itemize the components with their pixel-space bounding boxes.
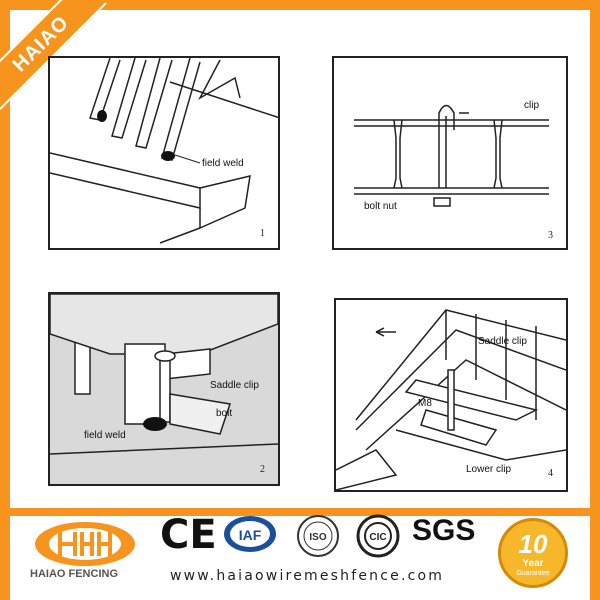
label-lower-clip: Lower clip xyxy=(466,464,512,475)
guarantee-badge: 10 Year Guarantee xyxy=(498,518,568,588)
saddle-clip-drawing xyxy=(50,294,278,484)
field-weld-drawing xyxy=(50,58,278,244)
cert-ce-text: CE xyxy=(160,512,217,558)
diagram-panel-field-weld: field weld 1 xyxy=(48,56,280,250)
cert-iaf-text: IAF xyxy=(239,527,262,543)
cert-cic-text: CIC xyxy=(369,532,386,543)
footer-divider xyxy=(0,508,600,516)
website-url: www.haiaowiremeshfence.com xyxy=(170,568,445,584)
iaf-badge-icon: IAF xyxy=(222,514,278,554)
badge-years: 10 xyxy=(518,529,548,559)
panel-number: 3 xyxy=(548,230,553,241)
sgs-mark-icon: SGS xyxy=(412,514,475,548)
diagram-panel-lower-clip: Saddle clip M8 Lower clip 4 xyxy=(334,298,568,492)
lower-clip-drawing xyxy=(336,309,566,490)
label-field-weld: field weld xyxy=(84,430,126,441)
clip-drawing xyxy=(354,104,549,207)
diagram-panel-saddle-clip: Saddle clip bolt field weld 2 xyxy=(48,292,280,486)
label-bolt: bolt xyxy=(216,408,233,419)
diagram-panel-clip: clip bolt nut 3 xyxy=(332,56,568,250)
cic-badge-icon: CIC xyxy=(356,514,400,558)
badge-guarantee-label: Guarantee xyxy=(516,570,550,577)
cert-sgs-text: SGS xyxy=(412,514,476,547)
panel-number: 2 xyxy=(260,464,265,475)
cert-iso-text: ISO xyxy=(309,532,326,543)
label-saddle-clip: Saddle clip xyxy=(210,380,259,391)
label-clip: clip xyxy=(524,100,540,111)
panel-number: 1 xyxy=(260,228,265,239)
label-bolt-nut: bolt nut xyxy=(364,201,397,212)
badge-year-label: Year xyxy=(522,558,544,569)
brand-logo xyxy=(30,518,140,570)
iso-badge-icon: ISO xyxy=(296,514,340,558)
label-saddle-clip: Saddle clip xyxy=(478,336,527,347)
panel-number: 4 xyxy=(548,468,553,479)
brand-name: HAIAO FENCING xyxy=(30,568,118,580)
ce-mark-icon: CE xyxy=(160,512,217,558)
label-field-weld: field weld xyxy=(202,158,244,169)
label-m8: M8 xyxy=(418,398,432,409)
